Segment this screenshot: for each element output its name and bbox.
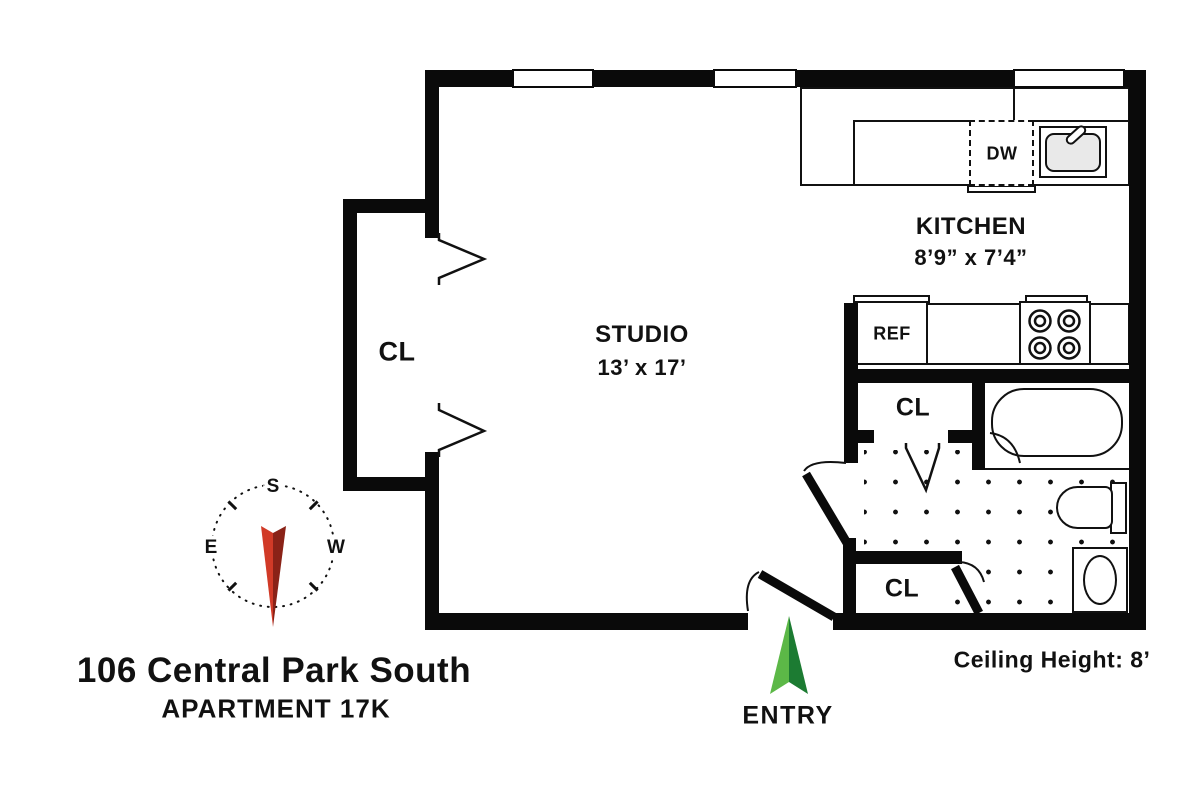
window: [512, 69, 594, 88]
closet-left-stub-bottom: [425, 452, 439, 477]
entry-label: ENTRY: [742, 701, 834, 730]
tub-alcove-edge: [985, 468, 1129, 470]
kitchen-room-label: KITCHEN: [915, 213, 1027, 240]
refrigerator-label: REF: [873, 323, 911, 344]
closet-left-bottom-wall: [343, 477, 439, 491]
wall-kitchen-bottom: [844, 369, 1146, 383]
hall-door-leaf: [802, 471, 851, 546]
refrigerator: [856, 301, 928, 365]
entry-closet-top-wall: [846, 551, 962, 564]
wall-bottom-studio: [425, 613, 748, 630]
bathroom-sink-basin: [1083, 555, 1117, 605]
apartment-line: APARTMENT 17K: [161, 693, 391, 724]
ceiling-height-note: Ceiling Height: 8’: [953, 646, 1151, 673]
closet-left-outer-wall: [343, 199, 357, 491]
entry-closet-floor: [856, 564, 953, 613]
wall-right: [1129, 70, 1146, 630]
entry-door-leaf: [757, 570, 837, 621]
compass-needle-light: [261, 526, 273, 627]
wall-left-lower: [425, 477, 439, 630]
dishwasher-label: DW: [986, 143, 1018, 164]
wall-bath-divider: [972, 383, 985, 470]
closet-left-top-wall: [343, 199, 439, 213]
window: [1013, 69, 1125, 88]
wall-kitchen-left: [844, 303, 858, 463]
stove: [1019, 301, 1091, 365]
compass-ring: [211, 484, 335, 608]
bathtub: [991, 388, 1123, 457]
wall-left-upper: [425, 70, 439, 213]
compass-west-label: W: [327, 537, 345, 558]
closet-left-label: CL: [378, 336, 416, 367]
studio-dimensions: 13’ x 17’: [597, 355, 687, 380]
compass-needle-dark: [273, 526, 286, 627]
bifold-door: [437, 233, 488, 285]
entry-door-arc: [745, 571, 760, 612]
wall-vestibule-left: [843, 538, 856, 620]
cabinet-divider: [1013, 87, 1015, 122]
closet-middle-label: CL: [895, 393, 931, 422]
closet-mid-stub-left: [855, 430, 874, 443]
hall-door-arc: [803, 461, 847, 472]
dishwasher-lip: [967, 185, 1036, 193]
compass-south-label: S: [267, 476, 280, 497]
toilet-bowl: [1056, 486, 1113, 529]
closet-entry-label: CL: [884, 574, 920, 603]
entry-arrow-icon: [770, 616, 808, 694]
window: [713, 69, 797, 88]
kitchen-dimensions: 8’9” x 7’4”: [914, 245, 1028, 270]
bifold-door: [437, 403, 488, 457]
compass-east-label: E: [205, 537, 218, 558]
dishwasher: [969, 120, 1034, 186]
counter-inner-edge-v: [853, 120, 855, 186]
closet-left-stub-top: [425, 213, 439, 238]
wall-bottom-right: [833, 613, 1146, 630]
closet-mid-stub-right: [948, 430, 972, 443]
compass-rose: S E W: [201, 473, 349, 627]
studio-room-label: STUDIO: [595, 321, 689, 348]
address-line: 106 Central Park South: [76, 651, 472, 690]
